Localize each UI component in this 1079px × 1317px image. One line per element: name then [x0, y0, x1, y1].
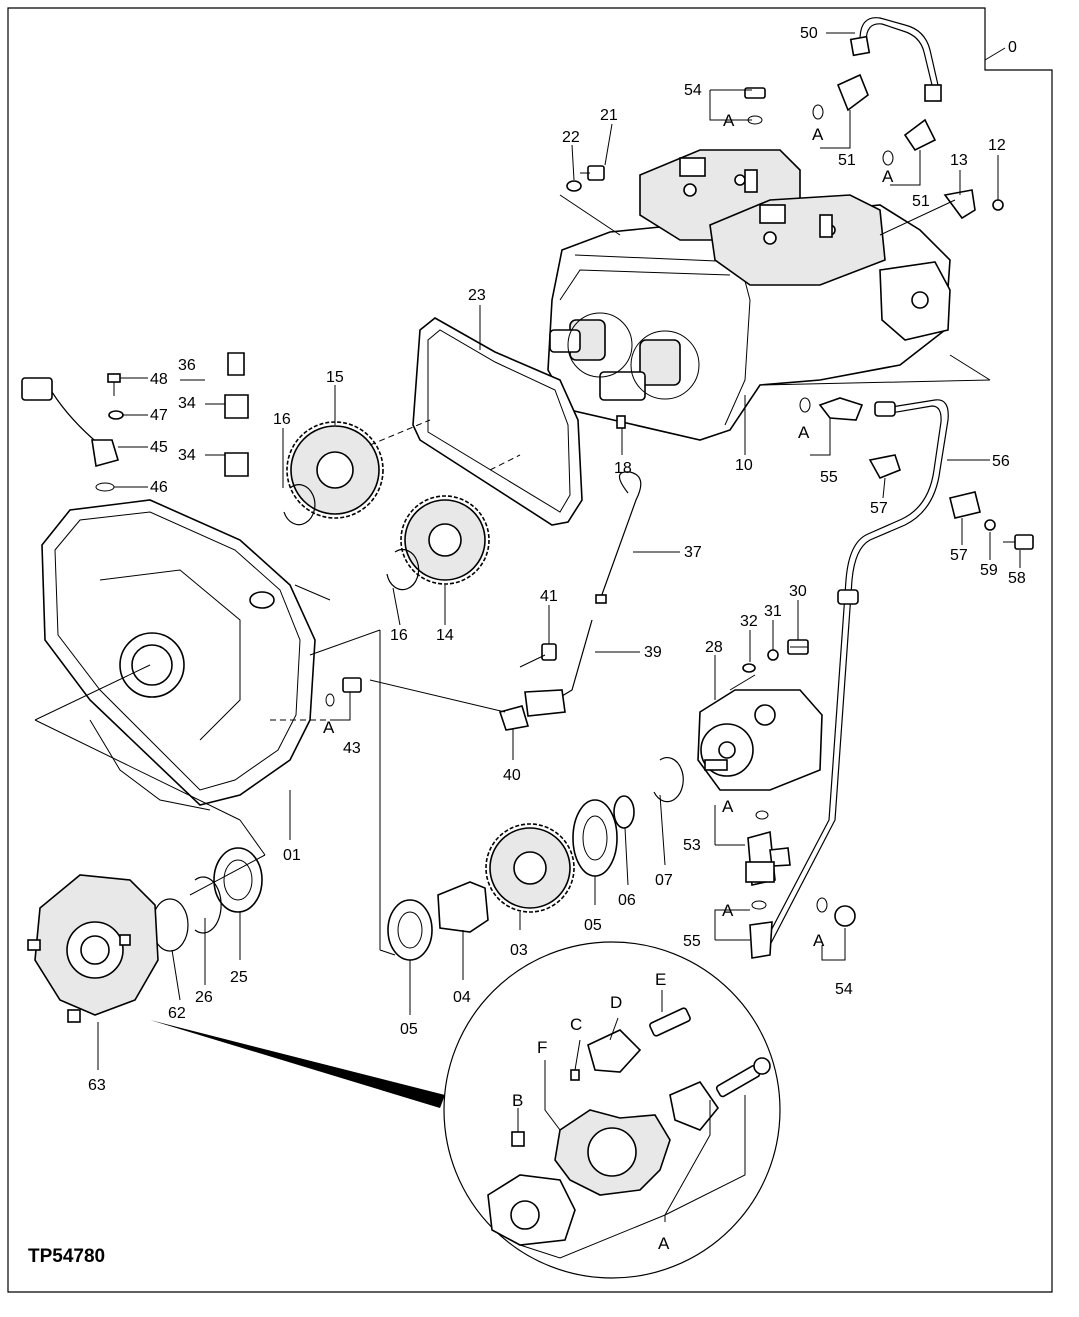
callout-22: 22 — [562, 129, 580, 146]
callout-leader-0 — [984, 47, 1006, 61]
callout-54a: 54 — [684, 82, 702, 99]
callout-48: 48 — [150, 371, 168, 388]
pipe-56 — [764, 397, 1034, 946]
gear-15 — [286, 421, 384, 519]
callout-07: 07 — [655, 872, 673, 889]
label-a4: A — [798, 423, 810, 442]
callout-06: 06 — [618, 892, 636, 909]
callout-04: 04 — [453, 989, 471, 1006]
callout-54b: 54 — [835, 981, 853, 998]
label-a5: A — [323, 718, 335, 737]
callout-62: 62 — [168, 1005, 186, 1022]
callout-57b: 57 — [950, 547, 968, 564]
callout-05a: 05 — [584, 917, 602, 934]
snap-ring-16a — [283, 484, 316, 526]
callout-32: 32 — [740, 613, 758, 630]
callout-16a: 16 — [273, 411, 291, 428]
small-fittings-left — [21, 352, 249, 492]
pipe-and-fittings — [744, 17, 1004, 220]
callout-56: 56 — [992, 453, 1010, 470]
callout-36: 36 — [178, 357, 196, 374]
letter-labels: A A A A A A A A A B C D E F — [323, 111, 894, 1253]
callout-37: 37 — [684, 544, 702, 561]
callout-57a: 57 — [870, 500, 888, 517]
callout-50: 50 — [800, 25, 818, 42]
callout-59: 59 — [980, 562, 998, 579]
label-F: F — [537, 1038, 547, 1057]
callout-43: 43 — [343, 740, 361, 757]
gasket — [412, 317, 583, 526]
callout-55b: 55 — [683, 933, 701, 950]
callout-12: 12 — [988, 137, 1006, 154]
dipstick-and-tube — [498, 471, 642, 731]
callout-58: 58 — [1008, 570, 1026, 587]
callout-41: 41 — [540, 588, 558, 605]
callout-25: 25 — [230, 969, 248, 986]
lower-drive-parts — [151, 795, 635, 961]
callout-47: 47 — [150, 407, 168, 424]
flywheel-housing-01 — [41, 499, 362, 811]
label-D: D — [610, 993, 622, 1012]
callout-46: 46 — [150, 479, 168, 496]
fittings-lower-right — [745, 810, 856, 959]
callout-55a: 55 — [820, 469, 838, 486]
label-a3: A — [882, 167, 894, 186]
label-a9: A — [658, 1234, 670, 1253]
label-a1: A — [723, 111, 735, 130]
label-B: B — [512, 1091, 523, 1110]
detail-pointer — [150, 1020, 445, 1108]
callout-18: 18 — [614, 460, 632, 477]
callout-05b: 05 — [400, 1021, 418, 1038]
callout-51b: 51 — [912, 193, 930, 210]
callout-45: 45 — [150, 439, 168, 456]
leader-lines — [34, 32, 1021, 1259]
callout-21: 21 — [600, 107, 618, 124]
callout-53: 53 — [683, 837, 701, 854]
callout-10: 10 — [735, 457, 753, 474]
label-C: C — [570, 1015, 582, 1034]
callout-0: 0 — [1008, 39, 1017, 56]
snap-ring-16b — [386, 549, 420, 591]
frame-border — [7, 7, 1053, 1293]
callout-63: 63 — [88, 1077, 106, 1094]
callout-34b: 34 — [178, 447, 196, 464]
callout-03: 03 — [510, 942, 528, 959]
hydraulic-pump-assembly — [547, 149, 951, 441]
gear-pump-28 — [653, 639, 823, 803]
callout-16b: 16 — [390, 627, 408, 644]
label-a6: A — [722, 797, 734, 816]
callout-23: 23 — [468, 287, 486, 304]
callout-34a: 34 — [178, 395, 196, 412]
callout-28: 28 — [705, 639, 723, 656]
label-E: E — [655, 970, 666, 989]
figure-code: TP54780 — [28, 1246, 105, 1267]
callout-01: 01 — [283, 847, 301, 864]
callout-39: 39 — [644, 644, 662, 661]
callout-31: 31 — [764, 603, 782, 620]
callouts: 0 50 54 21 22 51 51 13 12 23 36 48 34 47… — [88, 25, 1026, 1094]
callout-13: 13 — [950, 152, 968, 169]
callout-40: 40 — [503, 767, 521, 784]
callout-51a: 51 — [838, 152, 856, 169]
gear-14 — [400, 495, 490, 585]
callout-15: 15 — [326, 369, 344, 386]
label-a2: A — [812, 125, 824, 144]
callout-30: 30 — [789, 583, 807, 600]
label-a7: A — [722, 901, 734, 920]
callout-14: 14 — [436, 627, 454, 644]
label-a8: A — [813, 931, 825, 950]
coupling-detail — [150, 941, 781, 1279]
callout-26: 26 — [195, 989, 213, 1006]
coupling-63 — [27, 874, 159, 1023]
